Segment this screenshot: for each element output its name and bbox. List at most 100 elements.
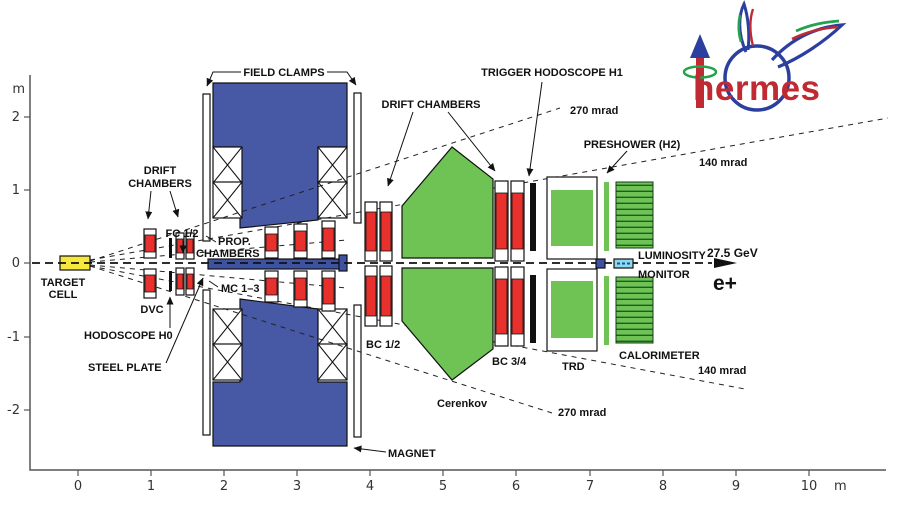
label-preshower: PRESHOWER (H2) <box>584 139 681 151</box>
x-axis-ticks <box>77 470 810 476</box>
label-dvc: DVC <box>140 304 163 316</box>
label-prop-1: PROP. <box>218 236 251 248</box>
arrow-to-preshower <box>606 150 628 174</box>
x-tick-6: 6 <box>512 479 520 494</box>
label-hodoscope-h0: HODOSCOPE H0 <box>84 330 173 342</box>
arrow-to-bc34 <box>447 111 496 172</box>
preshower-h2-top <box>604 182 609 251</box>
labels: TARGET CELL DRIFT CHAMBERS FC 1/2 DVC HO… <box>41 67 758 460</box>
label-drift-left-1: DRIFT <box>144 165 177 177</box>
coil-box <box>317 181 348 219</box>
label-fc: FC 1/2 <box>165 228 198 240</box>
x-tick-4: 4 <box>366 479 374 494</box>
y-tick-neg1: -1 <box>7 330 20 345</box>
x-tick-10: 10 <box>801 479 818 494</box>
label-prop-2: CHAMBERS <box>196 248 260 260</box>
x-tick-7: 7 <box>586 479 594 494</box>
y-tick-1: 1 <box>12 183 20 198</box>
trd <box>546 176 598 352</box>
label-positron: e+ <box>713 272 737 295</box>
calorimeter-top <box>615 181 654 249</box>
coil-box <box>212 308 243 346</box>
label-140mrad-bottom: 140 mrad <box>698 365 746 377</box>
field-clamp-top-left <box>202 93 211 242</box>
label-270mrad-bottom: 270 mrad <box>558 407 606 419</box>
x-tick-8: 8 <box>659 479 667 494</box>
label-magnet: MAGNET <box>388 448 436 460</box>
field-clamp-bottom-right <box>353 304 362 438</box>
x-tick-3: 3 <box>293 479 301 494</box>
magnet <box>202 82 362 447</box>
leader-mc <box>208 280 219 288</box>
line-aperture-bottom <box>89 264 348 289</box>
trigger-hodoscope-h1-top <box>530 183 536 251</box>
y-axis-unit: m <box>12 82 25 97</box>
label-bc34: BC 3/4 <box>492 356 527 368</box>
y-tick-0: 0 <box>12 256 20 271</box>
line-270mrad-bottom <box>89 265 553 414</box>
preshower-h2-bottom <box>604 276 609 345</box>
x-tick-9: 9 <box>732 479 740 494</box>
calorimeter-bottom <box>615 276 654 344</box>
field-clamp-bottom-left <box>202 289 211 436</box>
axis-lines <box>29 75 886 471</box>
dvc-chambers <box>143 228 157 299</box>
arrow-to-magnet <box>353 445 387 453</box>
coil-box <box>212 181 243 219</box>
coil-box <box>317 146 348 184</box>
x-tick-0: 0 <box>74 479 82 494</box>
x-axis-unit: m <box>834 479 847 494</box>
label-target-cell-1: TARGET <box>41 277 86 289</box>
luminosity-monitor <box>613 258 634 269</box>
coil-box <box>212 343 243 381</box>
bracket-field-clamp-right <box>327 71 357 86</box>
arrow-to-h1 <box>526 81 543 177</box>
label-calorimeter: CALORIMETER <box>619 350 700 362</box>
label-270mrad-top: 270 mrad <box>570 105 618 117</box>
steel-plate <box>207 258 346 270</box>
label-luminosity: LUMINOSITY <box>638 250 706 262</box>
bc34-chambers <box>494 180 525 347</box>
cerenkov-bottom <box>401 267 494 381</box>
hodoscope-h0-top <box>169 238 172 258</box>
leader-arrows <box>145 71 628 453</box>
coil-box <box>317 343 348 381</box>
bc12-chambers <box>364 201 393 327</box>
field-clamp-top-right <box>353 92 362 224</box>
y-tick-2: 2 <box>12 110 20 125</box>
x-tick-2: 2 <box>220 479 228 494</box>
mc-chambers <box>264 220 336 312</box>
label-bc12: BC 1/2 <box>366 339 400 351</box>
beam-arrow-icon <box>714 258 737 268</box>
label-mc: MC 1–3 <box>221 283 260 295</box>
logo-right-wing-icon <box>770 19 847 69</box>
x-tick-1: 1 <box>147 479 155 494</box>
label-steel-plate: STEEL PLATE <box>88 362 162 374</box>
trigger-hodoscope-h1-bottom <box>530 275 536 343</box>
label-target-cell-2: CELL <box>49 289 78 301</box>
line-270mrad-top <box>89 107 561 262</box>
label-140mrad-top: 140 mrad <box>699 157 747 169</box>
hermes-logo: hermes <box>682 0 847 112</box>
label-drift-top: DRIFT CHAMBERS <box>382 99 481 111</box>
cerenkov-top <box>401 146 494 259</box>
y-axis-ticks <box>24 116 30 411</box>
logo-wordmark: hermes <box>693 69 821 108</box>
fc-chambers <box>175 232 195 296</box>
label-trd: TRD <box>562 361 585 373</box>
arrow-to-steel-plate <box>165 277 204 364</box>
coil-box <box>212 146 243 184</box>
beam-element <box>595 258 606 269</box>
hodoscope-h0-bottom <box>169 271 172 291</box>
label-beam-energy: 27.5 GeV <box>707 246 758 260</box>
label-drift-left-2: CHAMBERS <box>128 178 192 190</box>
axes: m 2 1 0 -1 -2 0 1 2 3 4 5 6 7 8 9 10 m <box>7 75 886 494</box>
arrow-to-fc <box>169 190 180 218</box>
x-tick-5: 5 <box>439 479 447 494</box>
arrow-to-bc12 <box>387 111 414 187</box>
arrow-to-dvc <box>145 190 153 220</box>
label-field-clamps: FIELD CLAMPS <box>243 67 324 79</box>
label-trigger-h1: TRIGGER HODOSCOPE H1 <box>481 67 623 79</box>
logo-spin-arrow-icon <box>682 34 718 108</box>
